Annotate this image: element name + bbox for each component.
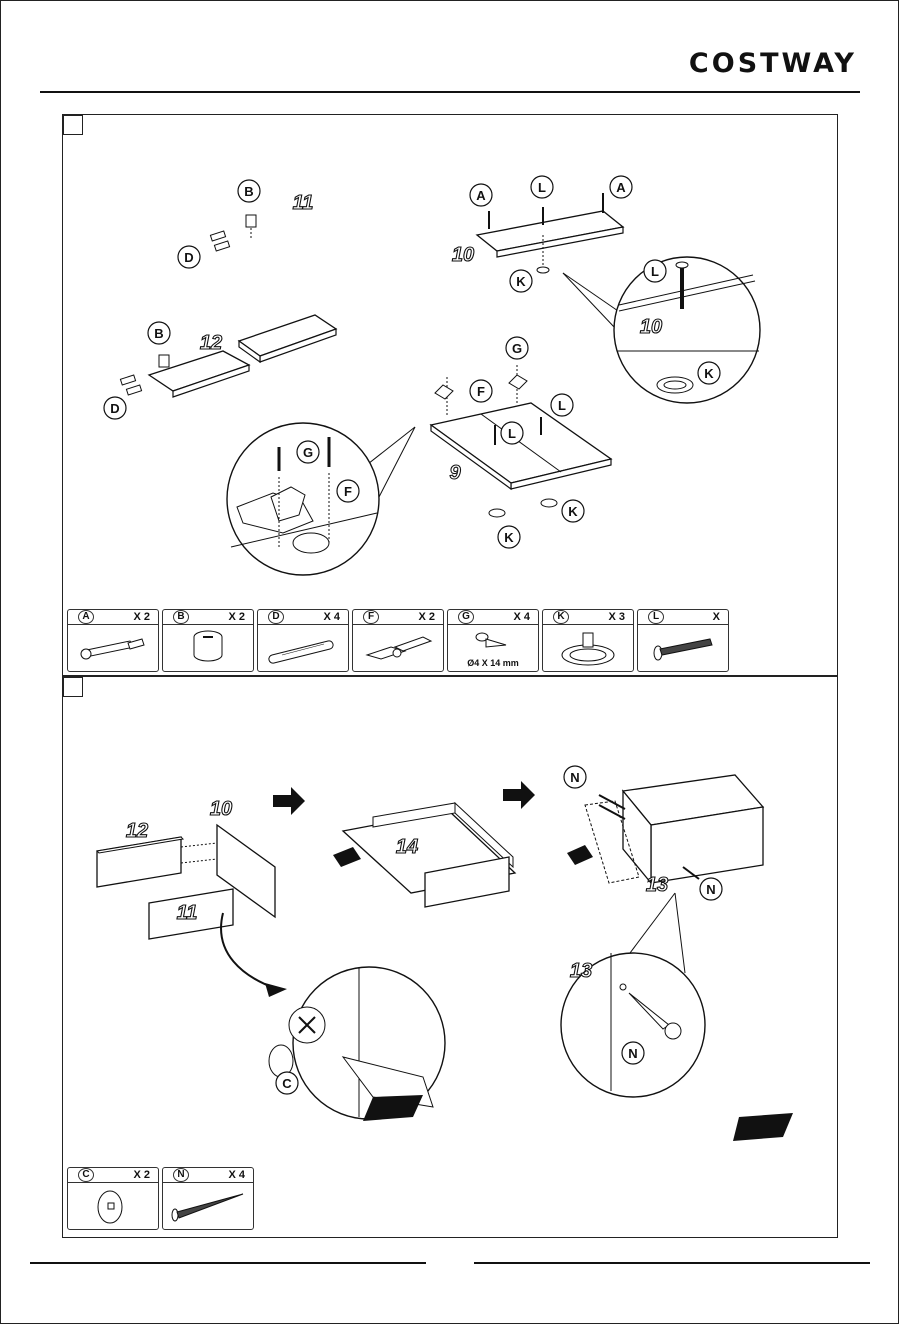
part-qty: X 4	[513, 611, 530, 623]
part-qty: X 2	[133, 611, 150, 623]
part-qty: X 2	[228, 611, 245, 623]
next-arrow-1	[273, 787, 305, 815]
part-number-13: 13	[646, 874, 668, 896]
label-K-top: K	[516, 274, 526, 289]
cam-bolt-icon	[68, 625, 158, 671]
step-panel-1: B D A L A K L K B D G F L L G F K K 1	[62, 114, 838, 676]
part-letter: D	[268, 610, 284, 624]
part-spec: Ø4 X 14 mm	[448, 658, 538, 668]
part-number-14: 14	[396, 836, 418, 858]
label-K-bottom-mid: K	[504, 530, 514, 545]
panel-9-illustration	[431, 365, 611, 517]
part-letter: A	[78, 610, 94, 624]
next-arrow-2	[503, 781, 535, 809]
part-card-C: C X 2	[67, 1167, 159, 1230]
drawer-box-13-illustration	[567, 775, 763, 883]
footer-rule-left	[30, 1262, 426, 1264]
label-N-top: N	[570, 770, 579, 785]
part-letter: B	[173, 610, 189, 624]
label-G-center: G	[512, 341, 522, 356]
label-K-zoom: K	[704, 366, 714, 381]
step2-diagram: N N C N 12 10 11 14 13 13	[63, 677, 837, 1165]
label-D-top: D	[184, 250, 193, 265]
part-number-13-zoom: 13	[570, 960, 592, 982]
part-qty: X 4	[323, 611, 340, 623]
part-card-G: G X 4 Ø4 X 14 mm	[447, 609, 539, 672]
part-letter: N	[173, 1168, 189, 1182]
step-panel-2: N N C N 12 10 11 14 13 13 C X 2 N X 4	[62, 676, 838, 1238]
part-number-11: 11	[177, 902, 198, 924]
part-qty: X 2	[133, 1169, 150, 1181]
label-L-center-right: L	[558, 398, 566, 413]
washer-icon	[543, 625, 633, 671]
label-D-mid: D	[110, 401, 119, 416]
part-card-K: K X 3	[542, 609, 634, 672]
label-L-zoom: L	[651, 264, 659, 279]
brand-logo: COSTWAY	[689, 48, 857, 79]
part-letter: L	[648, 610, 664, 624]
part-card-F: F X 2	[352, 609, 444, 672]
part-letter: G	[458, 610, 474, 624]
label-N-bottom: N	[706, 882, 715, 897]
label-A-right: A	[616, 180, 626, 195]
step2-parts-list: C X 2 N X 4	[67, 1167, 254, 1230]
step1-parts-list: A X 2 B X 2 D X 4 F X 2 G X 4 Ø4 X 14 mm K X 3…	[67, 609, 729, 672]
drawer-frame-14-illustration	[333, 803, 515, 907]
part-number-12: 12	[126, 820, 148, 842]
part-card-A: A X 2	[67, 609, 159, 672]
part-number-10-zoom: 10	[640, 316, 662, 338]
cover-cap-icon	[68, 1183, 158, 1229]
cam-lock-icon	[163, 625, 253, 671]
hinge-icon	[353, 625, 443, 671]
part-card-B: B X 2	[162, 609, 254, 672]
label-N-zoom: N	[628, 1046, 637, 1061]
part-letter: C	[78, 1168, 94, 1182]
label-K-bottom-right: K	[568, 504, 578, 519]
part-number-11: 11	[293, 192, 314, 214]
bolt-icon	[638, 625, 728, 671]
label-L-top: L	[538, 180, 546, 195]
label-A-left: A	[476, 188, 486, 203]
zoom-circle-cam-lock	[269, 967, 445, 1121]
part-number-9: 9	[449, 462, 461, 484]
part-qty: X 2	[418, 611, 435, 623]
label-C-zoom: C	[282, 1076, 292, 1091]
part-letter: F	[363, 610, 379, 624]
long-screw-icon	[163, 1183, 253, 1229]
part-number-12: 12	[200, 332, 222, 354]
panel-10-illustration	[477, 193, 623, 273]
label-B-mid: B	[154, 326, 163, 341]
part-number-10: 10	[452, 244, 474, 266]
part-card-N: N X 4	[162, 1167, 254, 1230]
label-B-top: B	[244, 184, 253, 199]
panel-12-illustration	[120, 351, 249, 397]
panel-11-illustration	[210, 215, 336, 362]
label-G-zoom: G	[303, 445, 313, 460]
step1-diagram: B D A L A K L K B D G F L L G F K K 1	[63, 115, 837, 605]
part-qty: X	[713, 611, 720, 623]
label-F-zoom: F	[344, 484, 352, 499]
label-F-center: F	[477, 384, 485, 399]
wooden-dowel-icon	[258, 625, 348, 671]
part-letter: K	[553, 610, 569, 624]
part-card-D: D X 4	[257, 609, 349, 672]
header-rule	[40, 91, 860, 93]
part-qty: X 4	[228, 1169, 245, 1181]
zoom-circle-hinge	[227, 423, 415, 575]
label-L-center-mid: L	[508, 426, 516, 441]
zoom-circle-screw	[561, 893, 793, 1141]
part-qty: X 3	[608, 611, 625, 623]
part-number-10: 10	[210, 798, 232, 820]
footer-rule-right	[474, 1262, 870, 1264]
